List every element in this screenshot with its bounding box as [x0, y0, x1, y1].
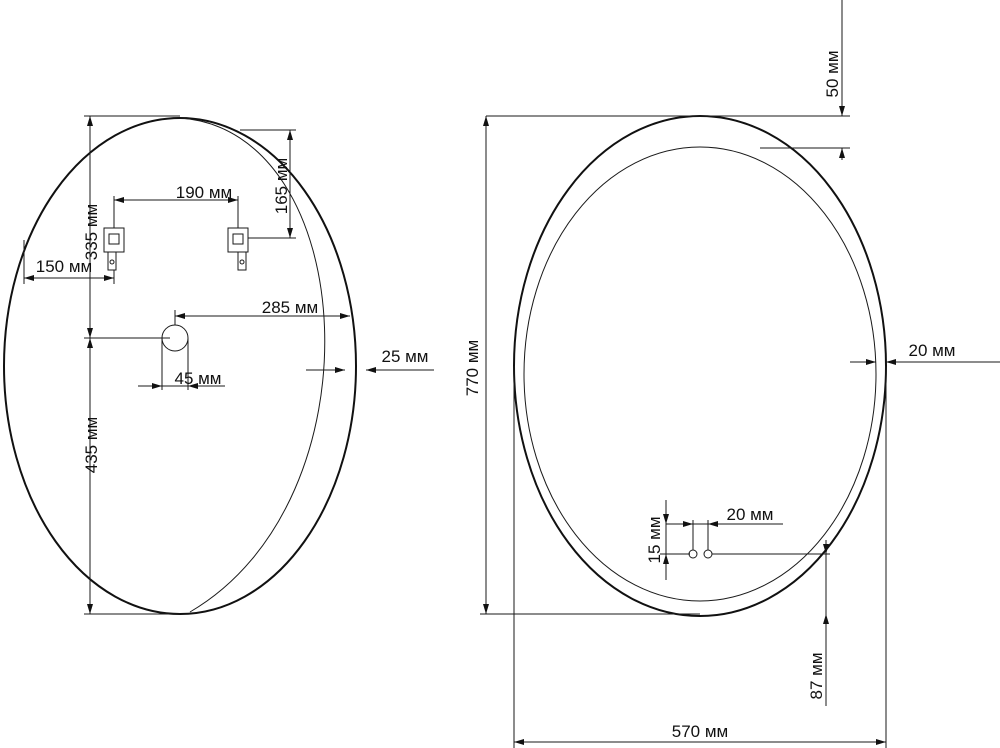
mirror-depth-edge — [179, 117, 326, 613]
dim-label-570: 570 мм — [672, 722, 728, 741]
dim-label-20-buttons: 20 мм — [726, 505, 773, 524]
dim-label-45: 45 мм — [174, 369, 221, 388]
dim-label-150: 150 мм — [36, 257, 92, 276]
dim-label-15: 15 мм — [645, 516, 664, 563]
front-oval-outline — [513, 115, 887, 617]
dim-label-20-side: 20 мм — [908, 341, 955, 360]
touch-button-right — [703, 549, 713, 559]
dim-label-87: 87 мм — [807, 652, 826, 699]
right-hanging-bracket — [227, 227, 249, 271]
dim-label-770: 770 мм — [463, 340, 482, 396]
front-inner-oval — [523, 146, 877, 602]
dim-label-25: 25 мм — [381, 347, 428, 366]
front-view: 50 мм 770 мм 20 мм 15 мм 20 мм — [463, 0, 1000, 748]
dim-label-335: 335 мм — [82, 204, 101, 260]
back-view: 335 мм 435 мм 190 мм 165 мм — [3, 115, 434, 615]
dim-label-285: 285 мм — [262, 298, 318, 317]
dim-label-50: 50 мм — [823, 50, 842, 97]
dim-label-190: 190 мм — [176, 183, 232, 202]
left-hanging-bracket — [103, 227, 125, 271]
dim-label-165: 165 мм — [272, 158, 291, 214]
touch-button-left — [688, 549, 698, 559]
dim-label-435: 435 мм — [82, 417, 101, 473]
